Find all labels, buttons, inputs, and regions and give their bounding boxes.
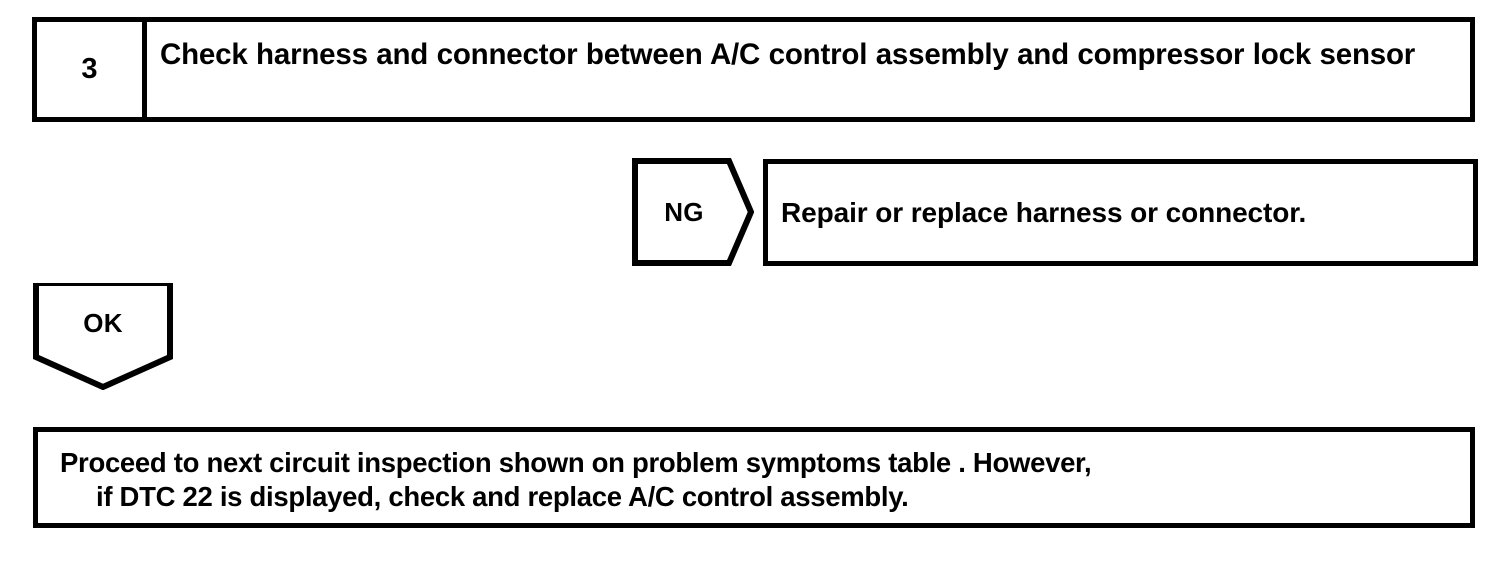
ok-arrow-icon	[33, 283, 173, 390]
conclusion-box: Proceed to next circuit inspection shown…	[33, 427, 1475, 528]
ng-arrow-icon	[632, 158, 754, 266]
step-number-cell: 3	[37, 22, 147, 117]
ng-branch-label: NG	[664, 196, 704, 227]
conclusion-line-2: if DTC 22 is displayed, check and replac…	[96, 481, 909, 513]
step-title: Check harness and connector between A/C …	[160, 38, 1416, 71]
step-box: 3 Check harness and connector between A/…	[32, 17, 1475, 122]
step-number: 3	[81, 53, 98, 85]
ng-result-box: Repair or replace harness or connector.	[763, 159, 1478, 266]
step-title-cell: Check harness and connector between A/C …	[147, 22, 1470, 117]
conclusion-line-1: Proceed to next circuit inspection shown…	[60, 447, 1092, 478]
ng-result-text: Repair or replace harness or connector.	[781, 196, 1307, 228]
ok-branch-label: OK	[83, 307, 123, 338]
